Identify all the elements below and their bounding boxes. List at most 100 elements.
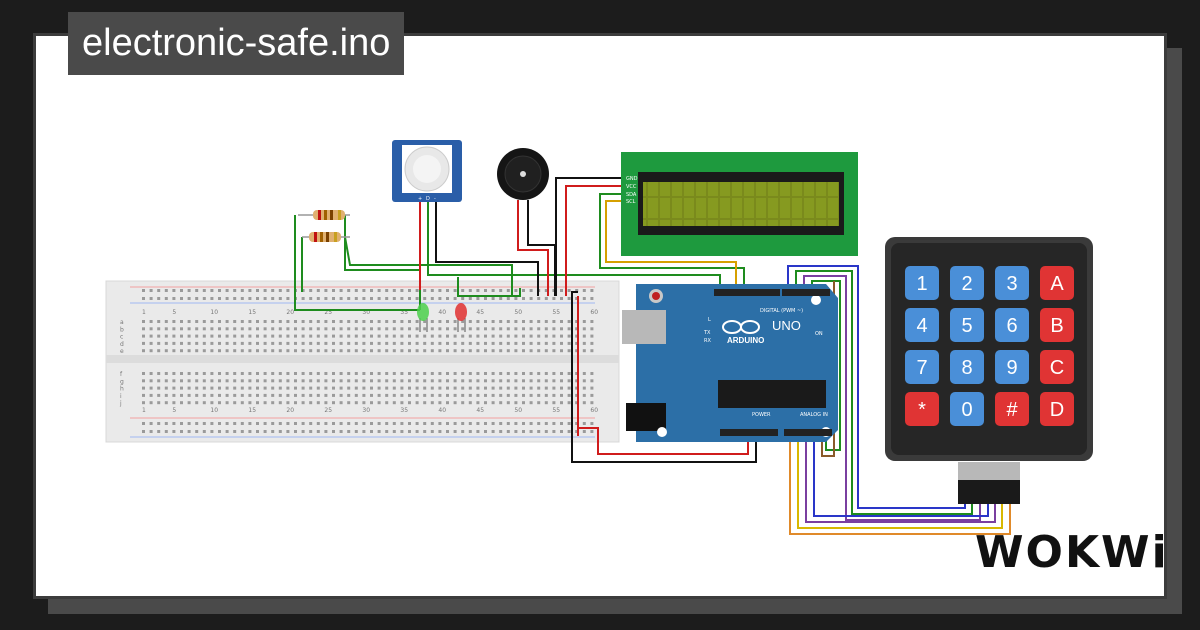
breadboard-col-25: 25 xyxy=(324,407,332,414)
arduino-brand-label: ARDUINO xyxy=(727,336,764,345)
svg-text:9: 9 xyxy=(1006,357,1017,379)
keypad-key-4[interactable]: 4 xyxy=(905,308,939,342)
breadboard-col-1: 1 xyxy=(142,407,146,414)
wire-led-red xyxy=(457,277,521,297)
keypad-key-8[interactable]: 8 xyxy=(950,350,984,384)
svg-text:B: B xyxy=(1050,315,1063,337)
svg-text:1: 1 xyxy=(916,273,927,295)
keypad-key-D[interactable]: D xyxy=(1040,392,1074,426)
digital-header-2 xyxy=(782,289,830,296)
breadboard-col-15: 15 xyxy=(248,309,256,316)
breadboard-row-h: h xyxy=(120,386,124,393)
arduino-logo xyxy=(722,320,760,334)
svg-text:7: 7 xyxy=(916,357,927,379)
svg-text:D: D xyxy=(1050,399,1064,421)
keypad-key-0[interactable]: 0 xyxy=(950,392,984,426)
breadboard-col-50: 50 xyxy=(514,309,522,316)
wire-lcd-gnd xyxy=(555,177,624,296)
breadboard-col-15: 15 xyxy=(248,407,256,414)
breadboard-row-i: i xyxy=(120,393,122,400)
power-label: POWER xyxy=(752,412,771,418)
keypad-key-6[interactable]: 6 xyxy=(995,308,1029,342)
breadboard-col-10: 10 xyxy=(210,309,218,316)
resistor-2[interactable] xyxy=(302,232,350,242)
lcd-display[interactable]: GND VCC SDA SCL xyxy=(621,152,858,256)
svg-text:2: 2 xyxy=(961,273,972,295)
wire-lcd-sda xyxy=(599,193,745,294)
wire-lcd-scl xyxy=(605,200,737,294)
breadboard-row-c: c xyxy=(120,334,123,341)
breadboard-column-numbers: 1155101015152020252530303535404045455050… xyxy=(119,309,598,414)
keypad-key-7[interactable]: 7 xyxy=(905,350,939,384)
pir-sensor[interactable]: + D - xyxy=(392,140,462,202)
on-led-label: ON xyxy=(815,331,823,337)
keypad-connector xyxy=(958,480,1020,504)
keypad-key-A[interactable]: A xyxy=(1040,266,1074,300)
breadboard-row-b: b xyxy=(120,326,124,333)
uno-label: UNO xyxy=(772,318,801,333)
breadboard-col-60: 60 xyxy=(590,309,598,316)
svg-text:A: A xyxy=(1050,273,1064,295)
arduino-uno[interactable]: DIGITAL (PWM ~) ANALOG IN POWER ON L TX … xyxy=(622,284,838,442)
keypad-key-1[interactable]: 1 xyxy=(905,266,939,300)
breadboard-row-j: j xyxy=(119,400,122,407)
wire-keypad-3 xyxy=(803,275,981,521)
breadboard-col-40: 40 xyxy=(438,407,446,414)
lcd-pin-scl: SCL xyxy=(626,199,636,205)
breadboard-col-20: 20 xyxy=(286,407,294,414)
digital-header-1 xyxy=(714,289,780,296)
wires xyxy=(294,177,1011,535)
breadboard-col-50: 50 xyxy=(514,407,522,414)
svg-text:*: * xyxy=(918,399,926,421)
keypad-key-C[interactable]: C xyxy=(1040,350,1074,384)
lcd-pin-sda: SDA xyxy=(626,192,637,198)
svg-text:4: 4 xyxy=(916,315,927,337)
analog-label: ANALOG IN xyxy=(800,412,828,418)
pir-pin-data: D xyxy=(426,196,430,202)
breadboard-col-40: 40 xyxy=(438,309,446,316)
reset-button[interactable] xyxy=(652,292,660,300)
keypad-key-2[interactable]: 2 xyxy=(950,266,984,300)
svg-text:C: C xyxy=(1050,357,1064,379)
power-header xyxy=(720,429,778,436)
breadboard-col-5: 5 xyxy=(172,309,176,316)
keypad-key-3[interactable]: 3 xyxy=(995,266,1029,300)
pir-pin-gnd: - xyxy=(434,196,436,202)
wire-buzzer-signal xyxy=(517,200,549,296)
led-red[interactable] xyxy=(455,303,467,332)
breadboard-col-45: 45 xyxy=(476,309,484,316)
keypad-key-9[interactable]: 9 xyxy=(995,350,1029,384)
rx-led-label: RX xyxy=(704,338,711,344)
breadboard-row-d: d xyxy=(120,341,124,348)
resistor-1[interactable] xyxy=(298,210,350,220)
keypad-key-5[interactable]: 5 xyxy=(950,308,984,342)
keypad-key-B[interactable]: B xyxy=(1040,308,1074,342)
l-led-label: L xyxy=(708,317,711,323)
wire-gnd-rail xyxy=(571,291,757,463)
lcd-pin-gnd: GND xyxy=(626,176,638,182)
buzzer[interactable] xyxy=(497,148,549,200)
wire-resistor-green-1 xyxy=(294,215,420,311)
breadboard-col-35: 35 xyxy=(400,309,408,316)
breadboard-col-20: 20 xyxy=(286,309,294,316)
svg-text:5: 5 xyxy=(961,315,972,337)
breadboard-row-a: a xyxy=(120,319,124,326)
pir-pin-vcc: + xyxy=(418,196,422,202)
wire-resistor-green-4 xyxy=(344,236,513,296)
breadboard-col-55: 55 xyxy=(552,309,560,316)
svg-text:6: 6 xyxy=(1006,315,1017,337)
keypad-key-*[interactable]: * xyxy=(905,392,939,426)
tx-led-label: TX xyxy=(703,330,711,336)
breadboard-col-55: 55 xyxy=(552,407,560,414)
breadboard-col-45: 45 xyxy=(476,407,484,414)
wire-keypad-1 xyxy=(787,265,966,509)
led-green[interactable] xyxy=(417,303,429,332)
wire-keypad-6 xyxy=(797,436,1003,529)
breadboard-row-f: f xyxy=(120,371,123,378)
svg-text:3: 3 xyxy=(1006,273,1017,295)
wire-5v-rail xyxy=(578,427,749,455)
keypad-key-#[interactable]: # xyxy=(995,392,1029,426)
